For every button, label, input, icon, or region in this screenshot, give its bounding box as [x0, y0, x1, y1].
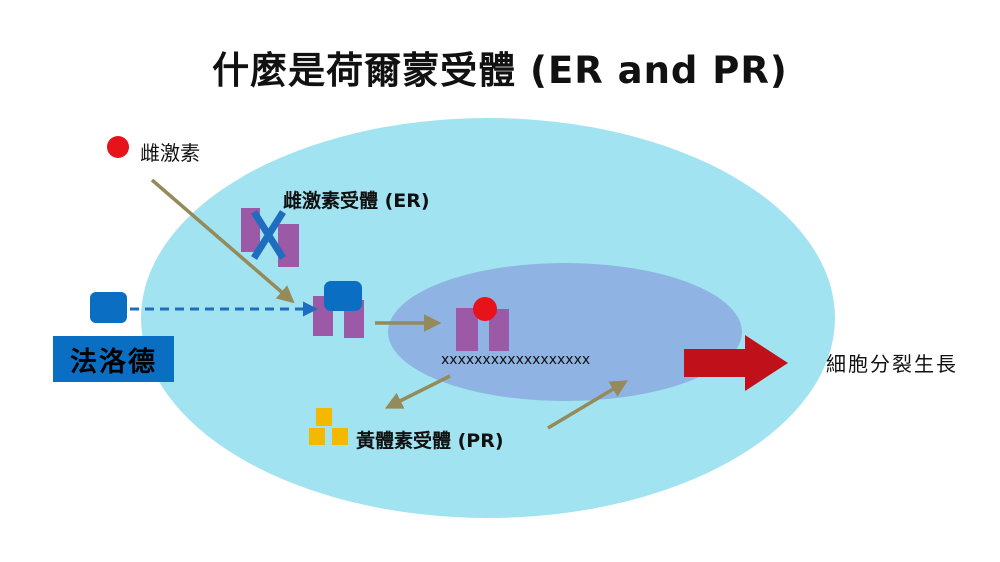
estrogen-label: 雌激素: [140, 141, 200, 165]
diagram-title: 什麼是荷爾蒙受體 (ER and PR): [212, 49, 788, 92]
drug-molecule: [90, 292, 127, 323]
growth-arrow: [684, 335, 788, 391]
estrogen-to-receptor-arrow: [150, 178, 295, 304]
drug-label-box: 法洛德: [53, 336, 174, 382]
dna-label: xxxxxxxxxxxxxxxxxx: [441, 352, 591, 368]
estrogen-receptor-label: 雌激素受體 (ER): [283, 190, 430, 212]
progesterone-receptor-label: 黃體素受體 (PR): [356, 430, 504, 452]
dna-to-pr-arrow: [384, 374, 451, 409]
pr-receptor-icon: [309, 408, 348, 445]
pr-to-nucleus-arrow: [547, 380, 629, 430]
estrogen-molecule: [107, 136, 129, 158]
nucleus-ellipse: [388, 263, 742, 401]
cell-growth-label: 細胞分裂生長: [826, 352, 958, 376]
blocked-receptor-icon: [241, 208, 299, 267]
drug-bound-receptor-icon: [313, 281, 364, 338]
estrogen-bound-receptor-icon: [456, 297, 509, 351]
